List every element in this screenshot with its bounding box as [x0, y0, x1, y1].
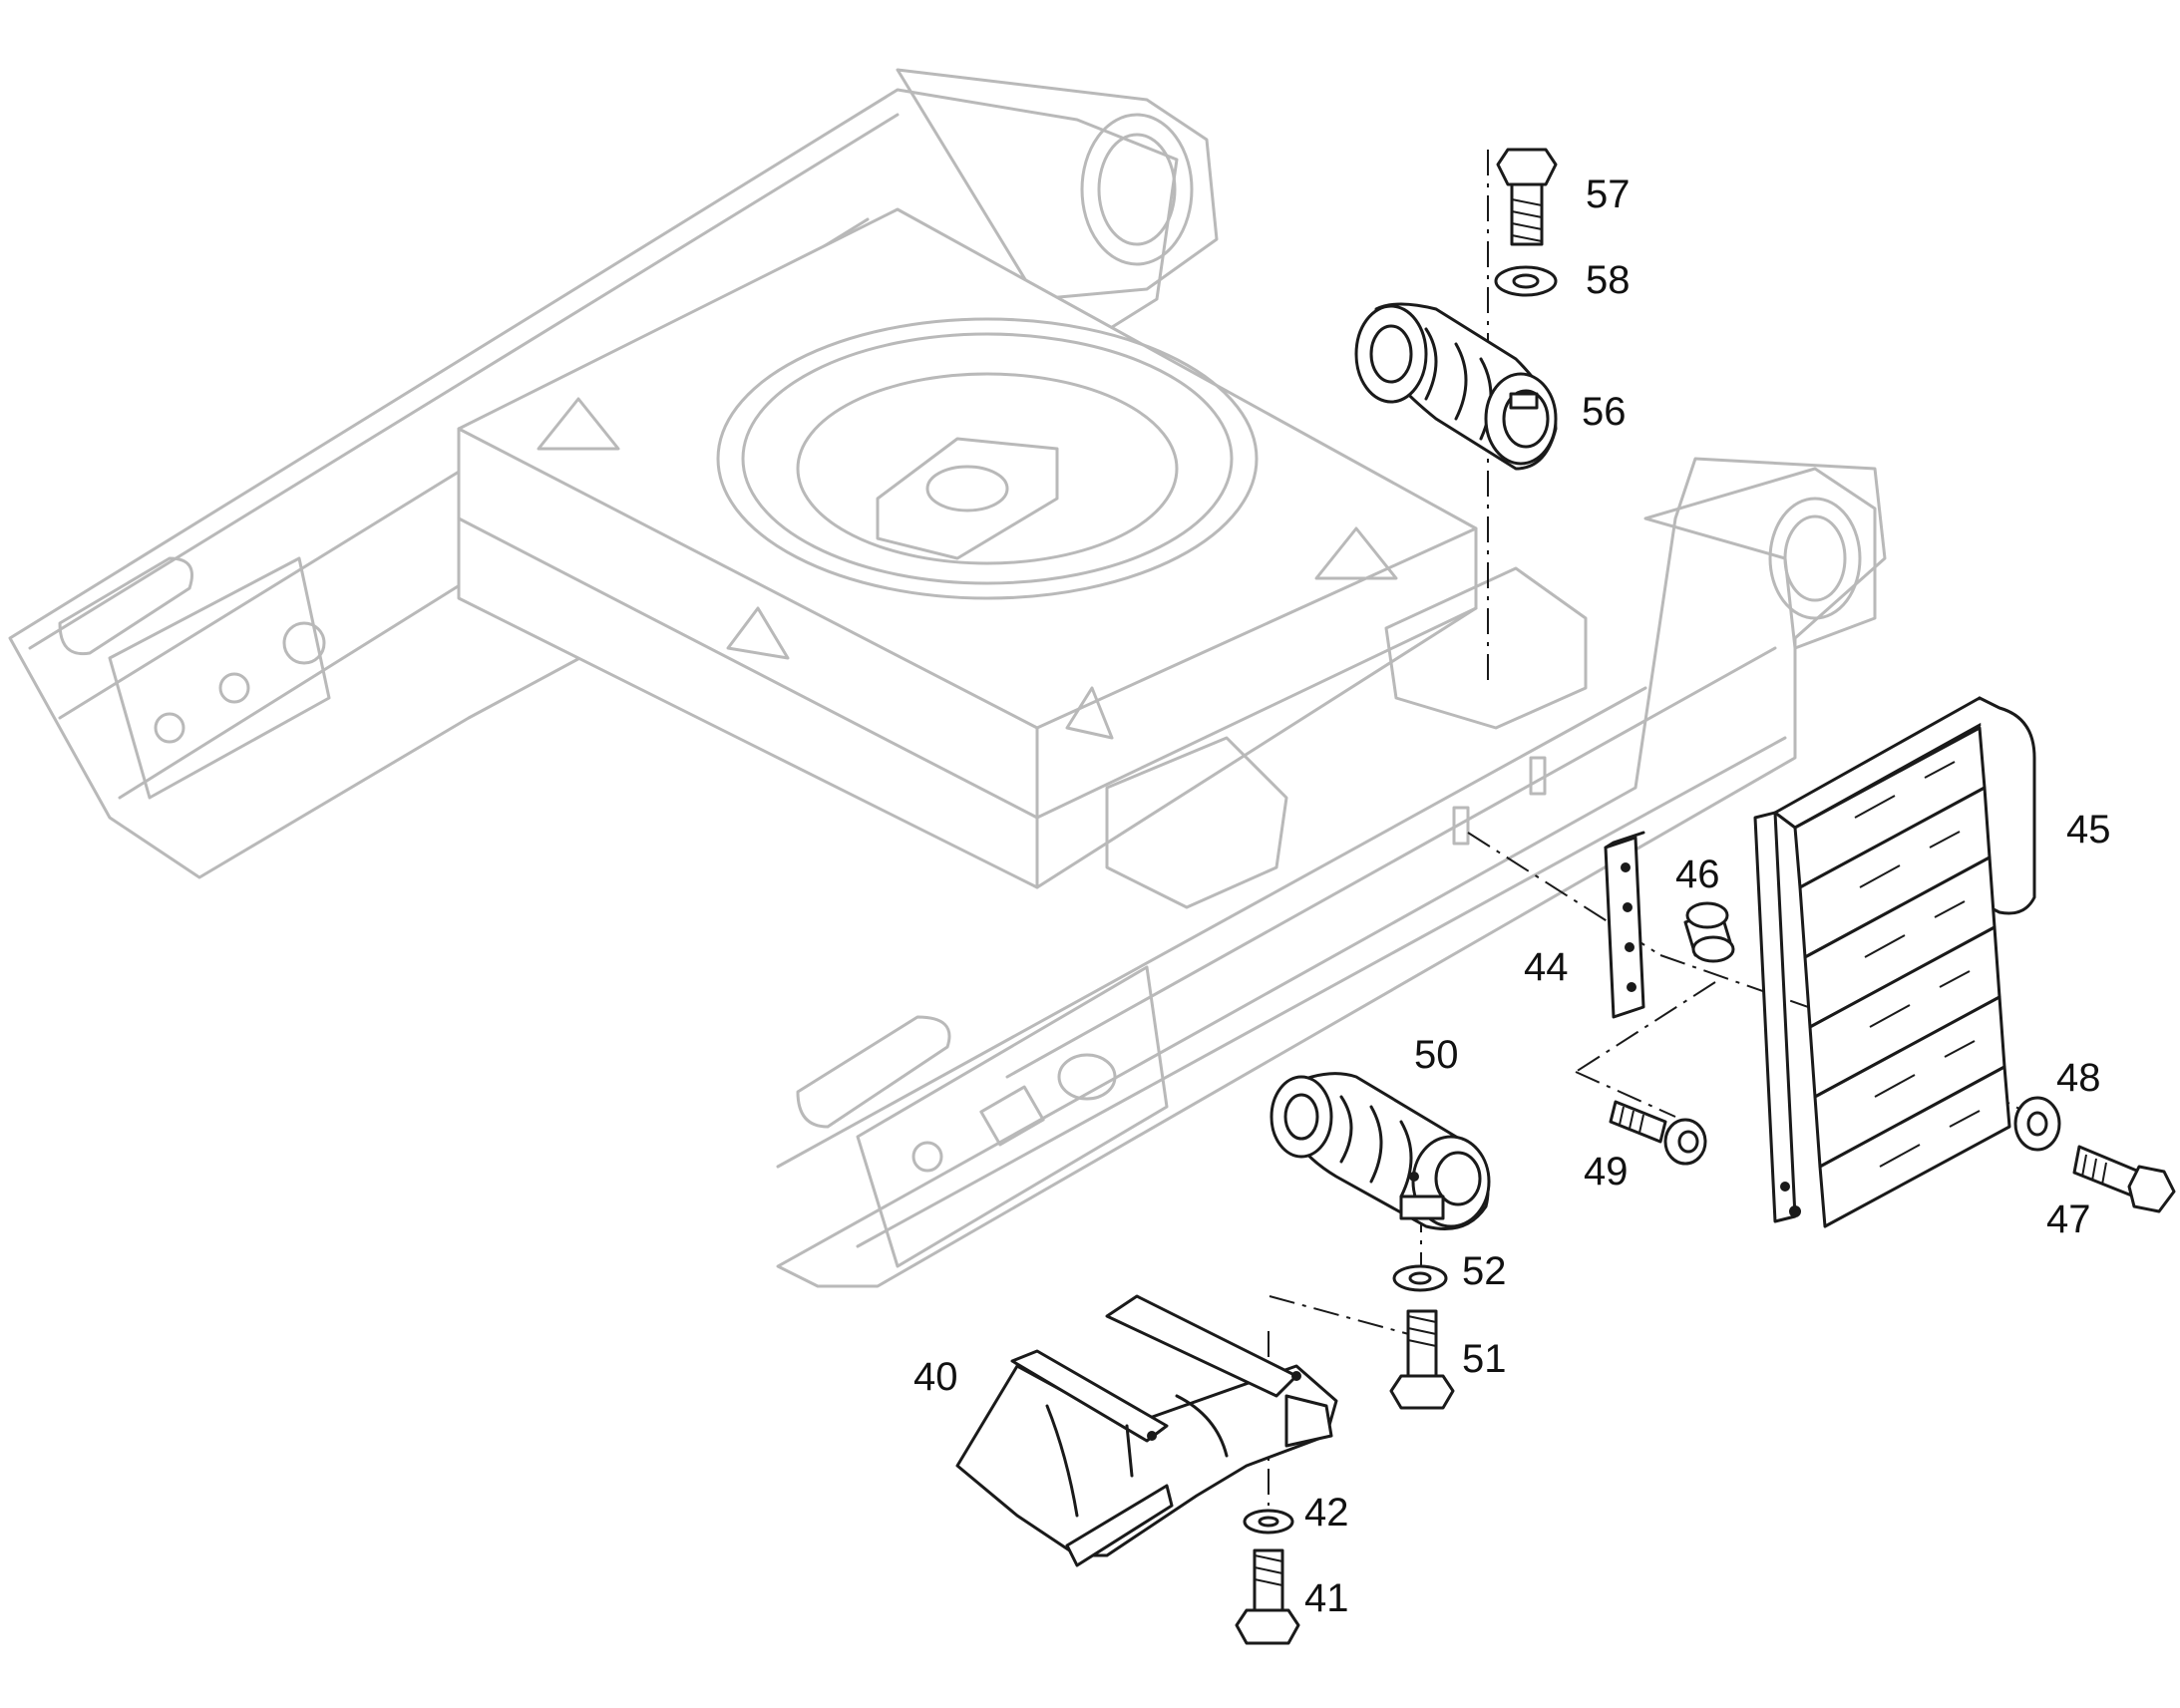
washer-58	[1494, 265, 1558, 297]
callout-40: 40	[913, 1355, 958, 1399]
callout-58: 58	[1586, 258, 1631, 302]
center-joint-plate	[876, 437, 1059, 560]
carrier-roller-56	[1354, 302, 1558, 471]
frame-hole	[218, 672, 250, 704]
callout-47: 47	[2046, 1197, 2091, 1241]
idler-bore	[1080, 113, 1194, 266]
lug	[1065, 686, 1114, 740]
bracket-mount-a	[1384, 566, 1588, 730]
washer-42	[1243, 1509, 1294, 1535]
callout-46: 46	[1675, 853, 1720, 896]
frame-hole	[282, 621, 326, 665]
frame-window	[979, 1085, 1045, 1147]
plate-44	[1604, 831, 1645, 1019]
washer-52	[1392, 1264, 1448, 1292]
right-end-bracket	[856, 965, 1169, 1268]
frame-hole	[154, 712, 185, 744]
swing-ring-outer	[716, 317, 1259, 600]
idler-bore-inner	[1097, 133, 1177, 246]
bolt-47	[2072, 1145, 2176, 1213]
lug	[1314, 526, 1398, 580]
step-45	[1753, 696, 2036, 1228]
tread-slots	[1854, 761, 1981, 1168]
centerline-50	[1269, 1295, 1417, 1337]
bracket-mount-b	[1105, 736, 1288, 909]
callout-42: 42	[1304, 1491, 1349, 1535]
right-track-frame-ridge	[776, 646, 1787, 1248]
lug	[537, 397, 620, 451]
left-end-bracket	[108, 556, 331, 800]
centerline-49b	[1575, 1071, 1676, 1118]
mount-pad	[1529, 756, 1547, 796]
bolt-41	[1235, 1548, 1300, 1645]
spacer-46	[1683, 901, 1735, 963]
bolt-57	[1496, 148, 1558, 246]
callout-52: 52	[1462, 1249, 1507, 1293]
left-slot	[58, 556, 193, 656]
callout-45: 45	[2066, 808, 2111, 852]
car-body-edge	[457, 427, 1478, 889]
swing-ring-inner	[796, 372, 1179, 565]
mount-pad	[1452, 806, 1470, 846]
callout-57: 57	[1586, 172, 1631, 216]
callout-labels: 40 41 42 44 45 46 47 48 49 50 51 52 56 5…	[913, 172, 2111, 1620]
centerline-49	[1575, 981, 1716, 1073]
cap-screw-49	[1609, 1100, 1707, 1166]
front-idler-bore	[1768, 497, 1862, 620]
callout-56: 56	[1582, 390, 1627, 434]
washer-48	[2013, 1096, 2061, 1152]
callout-50: 50	[1414, 1033, 1459, 1077]
callout-48: 48	[2056, 1056, 2101, 1100]
frame-hole	[911, 1141, 943, 1173]
frame-hole	[1057, 1053, 1117, 1101]
right-track-frame	[776, 457, 1887, 1288]
right-slot	[796, 1015, 951, 1129]
front-idler-bore-inner	[1783, 514, 1847, 602]
callout-41: 41	[1304, 1576, 1349, 1620]
swing-ring	[741, 332, 1234, 585]
bolt-51	[1389, 1309, 1455, 1410]
callout-49: 49	[1584, 1150, 1629, 1194]
roller-guard-40	[955, 1294, 1338, 1567]
callout-44: 44	[1524, 945, 1569, 989]
center-joint-bore	[925, 465, 1009, 512]
undercarriage-frame	[8, 68, 1887, 1288]
lug	[726, 606, 790, 660]
track-roller-50	[1270, 1072, 1491, 1230]
callout-51: 51	[1462, 1337, 1507, 1381]
